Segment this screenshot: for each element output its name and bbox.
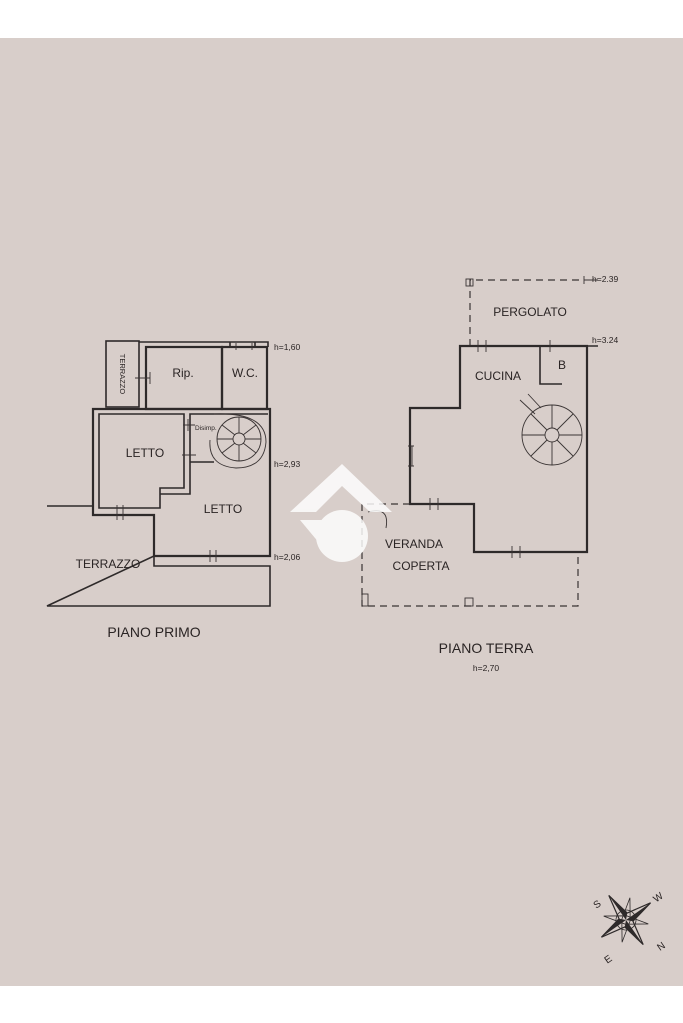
plan-subtitle-terra: h=2,70 [473,663,500,673]
spiral-stair-terra [519,393,583,466]
height-label-pergolato: h=2.39 [592,274,619,284]
compass-label-e: E [603,953,615,966]
veranda-post-1 [361,593,369,607]
watermark-logo [290,464,392,562]
terrazzo-wall [46,505,271,607]
compass-label-n: N [655,940,667,953]
letto-1-wall [98,413,185,509]
room-label-rip: Rip. [172,366,193,380]
veranda-outline [361,503,579,607]
height-label-3: h=2,06 [274,552,301,562]
compass-label-w: W [652,890,667,905]
terrazzo-small-wall [105,340,140,408]
spiral-stair-primo [209,413,267,469]
piano-primo-plan: TERRAZZO Rip. W.C. Disimp. LETTO LETTO T… [46,340,301,640]
floor-plan-drawing: TERRAZZO Rip. W.C. Disimp. LETTO LETTO T… [46,274,668,966]
door-ticks-primo [116,343,253,562]
room-label-bagno: B [558,358,566,372]
room-label-terrazzo: TERRAZZO [76,557,141,571]
room-label-veranda: VERANDA [385,537,443,551]
compass-rose-icon [600,894,652,946]
plan-title-terra: PIANO TERRA [439,640,534,656]
room-label-wc: W.C. [232,366,258,380]
height-label-2: h=2,93 [274,459,301,469]
terra-main-wall [408,344,589,554]
plan-title-primo: PIANO PRIMO [107,624,200,640]
main-body-wall [91,407,272,558]
room-label-cucina: CUCINA [475,369,521,383]
piano-terra-plan: PERGOLATO CUCINA B VERANDA COPERTA h=2.3… [361,274,619,673]
room-label-pergolato: PERGOLATO [493,305,567,319]
room-label-letto-1: LETTO [126,446,164,460]
floor-plan-sheet: TERRAZZO Rip. W.C. Disimp. LETTO LETTO T… [0,38,683,986]
height-label-1: h=1,60 [274,342,301,352]
pergolato-post [465,278,474,287]
top-outer-line [139,341,269,347]
bagno-wall [539,345,598,385]
room-label-disimp: Disimp. [195,425,217,432]
pergolato-outline [469,279,584,346]
compass-label-s: S [592,898,604,911]
room-label-coperta: COPERTA [393,559,450,573]
veranda-post-2 [464,597,474,607]
door-ticks-terra [408,340,551,558]
room-label-letto-2: LETTO [204,502,242,516]
veranda-door-swing [367,510,388,529]
room-label-terrazzo-small: TERRAZZO [118,354,127,395]
pergolato-end-tick [583,276,598,284]
height-label-terra: h=3.24 [592,335,619,345]
